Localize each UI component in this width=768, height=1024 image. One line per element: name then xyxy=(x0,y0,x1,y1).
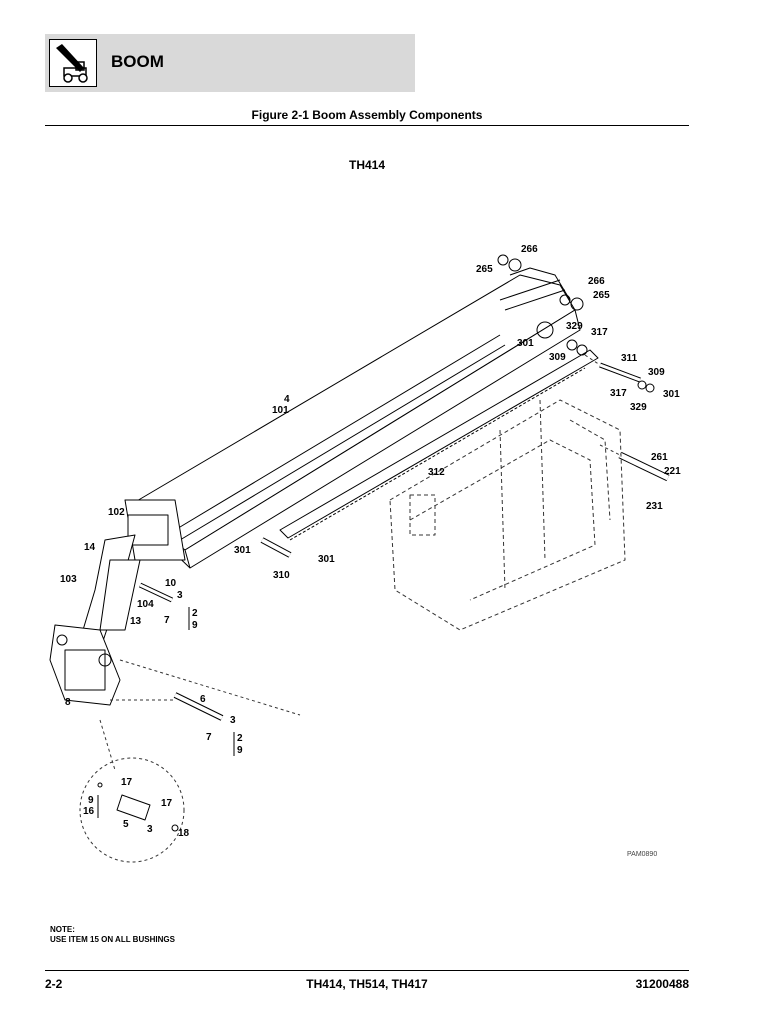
callout-9: 9 xyxy=(88,795,94,806)
footer-models: TH414, TH514, TH417 xyxy=(306,977,428,991)
callout-14: 14 xyxy=(84,542,96,553)
callout-317: 317 xyxy=(591,327,608,338)
callout-18: 18 xyxy=(178,828,190,839)
callout-3: 3 xyxy=(177,590,183,601)
callout-9: 9 xyxy=(237,745,243,756)
page-number: 2-2 xyxy=(45,977,63,991)
part-callouts: 266 265 266 265 329 301 317 309 311 309 … xyxy=(60,244,681,839)
callout-101: 101 xyxy=(272,405,289,416)
callout-7: 7 xyxy=(206,732,212,743)
drawing-code: PAM0890 xyxy=(627,851,657,858)
callout-102: 102 xyxy=(108,507,125,518)
callout-6: 6 xyxy=(200,694,206,705)
callout-265: 265 xyxy=(476,264,493,275)
callout-231: 231 xyxy=(646,501,663,512)
callout-16: 16 xyxy=(83,806,95,817)
figure-title: Figure 2-1 Boom Assembly Components xyxy=(251,108,483,122)
callout-2: 2 xyxy=(237,733,243,744)
callout-2: 2 xyxy=(192,608,198,619)
callout-301: 301 xyxy=(663,389,680,400)
callout-3: 3 xyxy=(147,824,153,835)
callout-312: 312 xyxy=(428,467,445,478)
model-label: TH414 xyxy=(348,158,386,172)
callout-17: 17 xyxy=(161,798,173,809)
callout-309: 309 xyxy=(648,367,665,378)
callout-310: 310 xyxy=(273,570,290,581)
telehandler-boom-icon xyxy=(49,39,97,87)
callout-301: 301 xyxy=(318,554,335,565)
callout-221: 221 xyxy=(664,466,681,477)
callout-311: 311 xyxy=(621,353,638,364)
callout-4: 4 xyxy=(284,394,290,405)
callout-266: 266 xyxy=(588,276,605,287)
callout-301: 301 xyxy=(517,338,534,349)
callout-317: 317 xyxy=(610,388,627,399)
note-text: USE ITEM 15 ON ALL BUSHINGS xyxy=(50,935,175,944)
callout-7: 7 xyxy=(164,615,170,626)
callout-103: 103 xyxy=(60,574,77,585)
callout-265: 265 xyxy=(593,290,610,301)
callout-10: 10 xyxy=(165,578,177,589)
note-block: NOTE: USE ITEM 15 ON ALL BUSHINGS xyxy=(50,925,175,945)
callout-261: 261 xyxy=(651,452,668,463)
callout-301: 301 xyxy=(234,545,251,556)
doc-number: 31200488 xyxy=(635,977,689,991)
callout-266: 266 xyxy=(521,244,538,255)
callout-104: 104 xyxy=(137,599,154,610)
callout-309: 309 xyxy=(549,352,566,363)
callout-5: 5 xyxy=(123,819,129,830)
callout-17: 17 xyxy=(121,777,133,788)
note-heading: NOTE: xyxy=(50,925,75,934)
callout-329: 329 xyxy=(566,321,583,332)
section-title: BOOM xyxy=(111,52,164,71)
footer-divider xyxy=(45,970,689,971)
callout-8: 8 xyxy=(65,697,71,708)
callout-3: 3 xyxy=(230,715,236,726)
top-divider xyxy=(45,125,689,126)
section-header: BOOM xyxy=(45,34,415,92)
callout-329: 329 xyxy=(630,402,647,413)
callout-9: 9 xyxy=(192,620,198,631)
callout-13: 13 xyxy=(130,616,142,627)
